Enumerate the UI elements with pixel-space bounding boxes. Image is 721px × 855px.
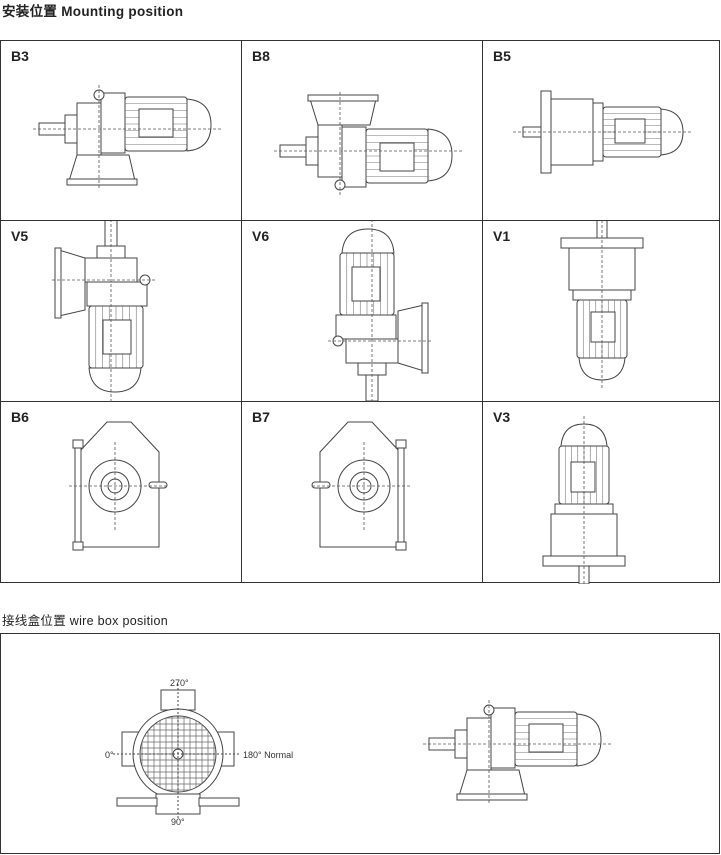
- flange-motor-drawing: [513, 91, 693, 173]
- motor-vertical-flange-down-drawing: [483, 221, 721, 402]
- position-v6: V6: [242, 221, 483, 402]
- gear-motor-drawing: [51, 221, 155, 402]
- angle-270-label: 270°: [170, 678, 189, 688]
- position-label: V5: [11, 228, 29, 244]
- motor-horizontal-flange-drawing: [483, 41, 721, 221]
- wire-box-position-heading: 接线盒位置 wire box position: [2, 614, 168, 628]
- position-label: V3: [493, 409, 511, 425]
- motor-horizontal-ceiling-drawing: [242, 41, 483, 221]
- position-v3: V3: [483, 402, 721, 584]
- position-b6: B6: [1, 402, 242, 582]
- gear-motor-drawing: [274, 91, 462, 195]
- wire-box-panel: 270° 0° 180° Normal 90°: [0, 633, 720, 854]
- motor-end-view-right-drawing: [242, 402, 483, 584]
- wire-box-drawings: [1, 634, 721, 855]
- motor-vertical-up-drawing: [242, 221, 483, 402]
- motor-vertical-down-drawing: [1, 221, 242, 402]
- position-label: B6: [11, 409, 29, 425]
- angle-90-label: 90°: [171, 817, 185, 827]
- mounting-position-heading: 安装位置 Mounting position: [2, 4, 184, 19]
- gear-motor-drawing: [328, 221, 432, 402]
- position-v5: V5: [1, 221, 242, 402]
- position-b7: B7: [242, 402, 483, 582]
- mounting-position-grid: B3 B8 B5 V5 V6 V1 B6 B7 V3: [0, 40, 721, 584]
- motor-horizontal-foot-drawing: [1, 41, 242, 221]
- angle-180-label: 180° Normal: [243, 750, 294, 760]
- motor-end-view-left-drawing: [1, 402, 242, 584]
- position-label: B7: [252, 409, 270, 425]
- position-b3: B3: [1, 41, 242, 221]
- motor-fan-end-view: [113, 684, 241, 819]
- position-label: B5: [493, 48, 511, 64]
- motor-vertical-flange-up-drawing: [483, 402, 721, 584]
- position-v1: V1: [483, 221, 719, 402]
- angle-0-label: 0°: [105, 750, 114, 760]
- position-label: V1: [493, 228, 511, 244]
- gear-motor-drawing: [33, 85, 221, 189]
- gear-motor-drawing: [423, 700, 611, 804]
- position-label: B8: [252, 48, 270, 64]
- position-b8: B8: [242, 41, 483, 221]
- motor-end-view-drawing: [310, 422, 410, 550]
- motor-end-view-drawing: [69, 422, 169, 550]
- flange-motor-drawing: [543, 414, 625, 584]
- position-b5: B5: [483, 41, 719, 221]
- position-label: B3: [11, 48, 29, 64]
- flange-motor-drawing: [561, 221, 643, 390]
- position-label: V6: [252, 228, 270, 244]
